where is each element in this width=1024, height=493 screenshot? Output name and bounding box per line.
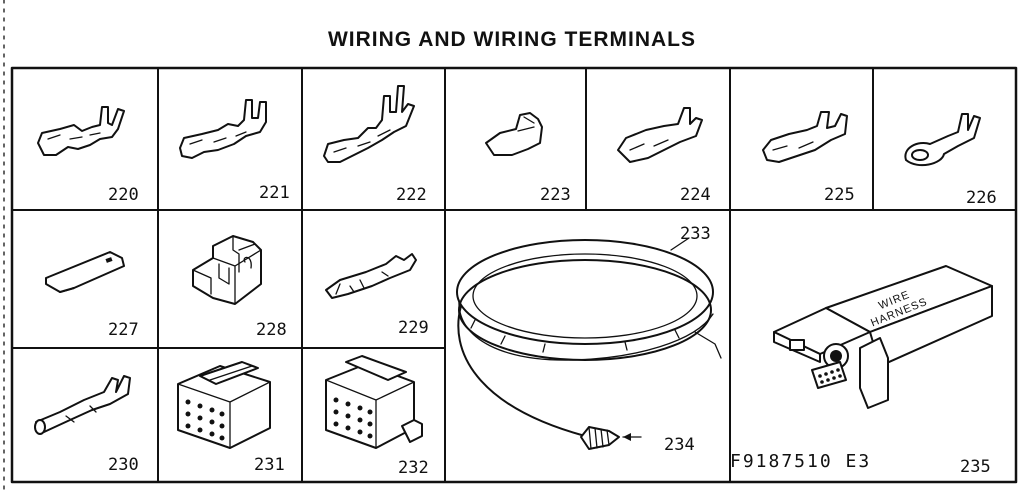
wire-coil-233-icon (456, 237, 722, 437)
part-number-221: 221 (259, 183, 290, 203)
terminal-226-icon (904, 113, 981, 167)
connector-232-icon (325, 355, 423, 449)
terminal-222-icon (323, 85, 415, 163)
part-number-223: 223 (540, 185, 571, 205)
terminal-224-icon (617, 107, 703, 163)
part-number-231: 231 (254, 455, 285, 475)
part-number-222: 222 (396, 185, 427, 205)
part-number-227: 227 (108, 320, 139, 340)
part-number-233: 233 (680, 224, 711, 244)
drawing-code: F9187510 E3 (730, 451, 872, 472)
terminal-227-icon (45, 251, 125, 293)
terminal-225-icon (762, 111, 848, 163)
terminal-223-icon (485, 112, 543, 156)
part-number-224: 224 (680, 185, 711, 205)
part-number-229: 229 (398, 318, 429, 338)
terminal-220-icon (37, 106, 125, 156)
wire-nut-234-icon (580, 426, 642, 450)
part-number-232: 232 (398, 458, 429, 478)
part-number-225: 225 (824, 185, 855, 205)
terminal-229-icon (325, 253, 417, 299)
connector-231-icon (177, 361, 271, 449)
terminal-221-icon (179, 99, 267, 159)
terminal-230-icon (34, 375, 131, 435)
terminal-228-icon (192, 235, 262, 305)
part-number-234: 234 (664, 435, 695, 455)
part-number-230: 230 (108, 455, 139, 475)
diagram-title: WIRING AND WIRING TERMINALS (327, 28, 697, 51)
part-number-235: 235 (960, 457, 991, 477)
part-number-228: 228 (256, 320, 287, 340)
part-number-220: 220 (108, 185, 139, 205)
part-number-226: 226 (966, 188, 997, 208)
wire-harness-235-icon (773, 265, 993, 409)
